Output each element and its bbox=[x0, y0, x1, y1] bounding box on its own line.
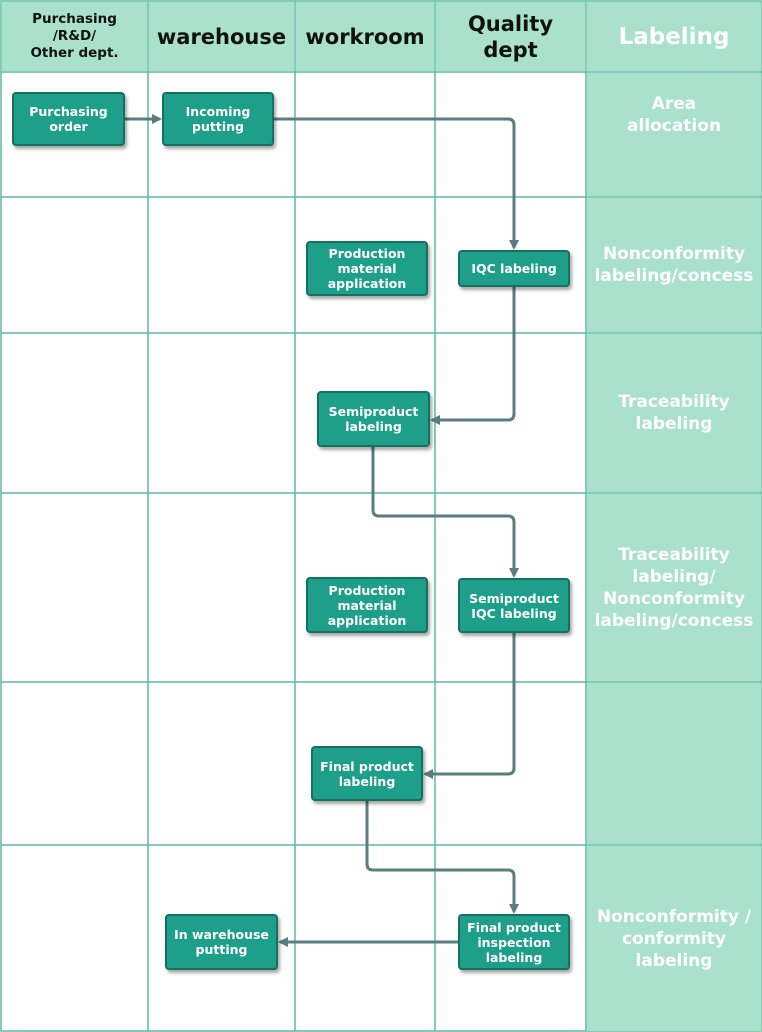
box-production-material-application-1[interactable]: Production material application bbox=[306, 241, 428, 296]
box-production-material-application-2[interactable]: Production material application bbox=[306, 577, 428, 633]
arrow-semi-iqc-to-final bbox=[423, 633, 516, 779]
header-purchasing: Purchasing /R&D/ Other dept. bbox=[2, 2, 147, 71]
box-in-warehouse-putting[interactable]: In warehouse putting bbox=[165, 914, 278, 970]
box-final-product-inspection-labeling[interactable]: Final product inspection labeling bbox=[458, 914, 570, 970]
arrow-incoming-to-iqc bbox=[274, 117, 519, 250]
row-label-traceability: Traceability labeling bbox=[587, 334, 761, 492]
arrow-semiproduct-to-semi-iqc bbox=[371, 447, 519, 578]
box-purchasing-order[interactable]: Purchasing order bbox=[12, 92, 125, 146]
row-label-nonconformity-concess: Nonconformity labeling/concess bbox=[587, 198, 761, 332]
box-semiproduct-labeling[interactable]: Semiproduct labeling bbox=[317, 391, 430, 447]
header-warehouse: warehouse bbox=[149, 2, 294, 71]
header-quality-dept: Quality dept bbox=[436, 2, 585, 71]
arrow-final-to-inspection bbox=[365, 801, 519, 914]
row-label-conformity: Nonconformity / conformity labeling bbox=[587, 846, 761, 1031]
row-label-empty bbox=[587, 683, 761, 844]
header-labeling: Labeling bbox=[587, 2, 761, 71]
box-final-product-labeling[interactable]: Final product labeling bbox=[311, 746, 423, 801]
header-workroom: workroom bbox=[296, 2, 434, 71]
arrow-iqc-to-semiproduct bbox=[430, 287, 516, 425]
row-label-area-allocation: Area allocation bbox=[587, 73, 761, 196]
box-iqc-labeling[interactable]: IQC labeling bbox=[458, 250, 570, 287]
box-incoming-putting[interactable]: Incoming putting bbox=[162, 92, 274, 146]
box-semiproduct-iqc-labeling[interactable]: Semiproduct IQC labeling bbox=[458, 578, 570, 633]
row-label-traceability-nonconformity: Traceability labeling/ Nonconformity lab… bbox=[587, 494, 761, 681]
